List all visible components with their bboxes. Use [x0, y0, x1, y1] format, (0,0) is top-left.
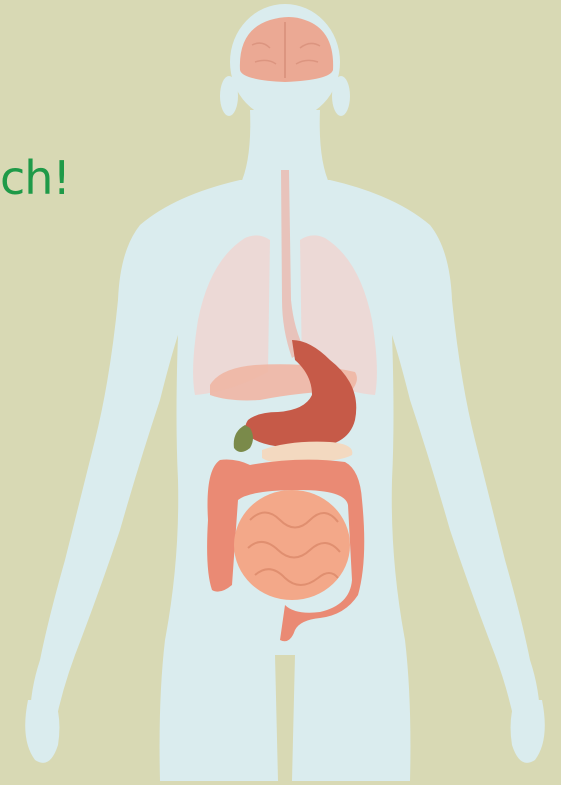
- headline-text: ch!: [0, 155, 70, 201]
- small-intestine-icon: [234, 490, 350, 600]
